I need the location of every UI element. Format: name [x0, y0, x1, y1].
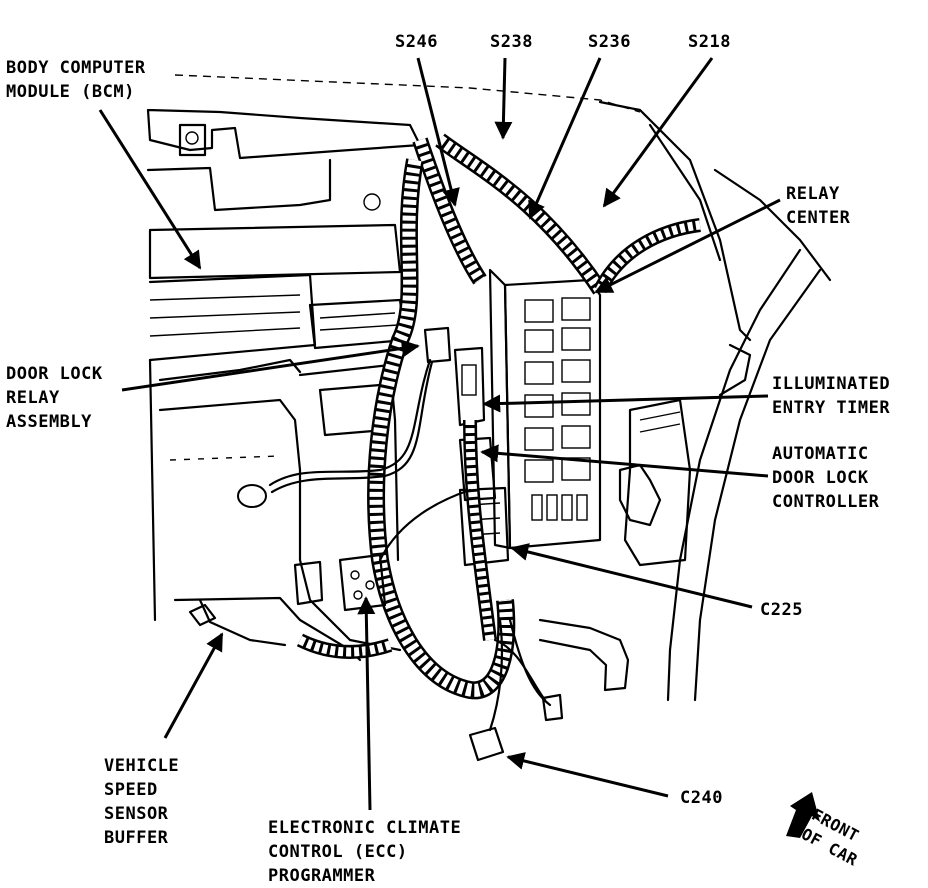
label-relay-center: RELAY CENTER: [786, 184, 851, 228]
arrow-c240: [506, 752, 669, 798]
label-illuminated-entry-timer: ILLUMINATED ENTRY TIMER: [772, 374, 891, 418]
label-s246: S246: [395, 32, 438, 52]
arrow-s236: [528, 57, 602, 220]
arrow-bcm: [98, 109, 202, 270]
relay-slots: [524, 297, 591, 521]
arrow-relay-center: [594, 198, 781, 294]
front-direction-arrow: [786, 792, 820, 838]
label-s236: S236: [588, 32, 631, 52]
arrow-door-lock-relay: [121, 339, 420, 392]
label-ecc-programmer: ELECTRONIC CLIMATE CONTROL (ECC) PROGRAM…: [268, 818, 462, 886]
relay-center-block: [423, 268, 602, 567]
label-s218: S218: [688, 32, 731, 52]
arrow-s246: [416, 57, 460, 207]
arrow-s238: [494, 57, 513, 140]
leader-arrows: [98, 57, 781, 811]
arrow-c225: [510, 543, 753, 609]
label-vss-buffer: VEHICLE SPEED SENSOR BUFFER: [104, 756, 180, 848]
label-auto-door-lock: AUTOMATIC DOOR LOCK CONTROLLER: [772, 444, 880, 512]
label-c240: C240: [680, 788, 723, 808]
label-door-lock-relay: DOOR LOCK RELAY ASSEMBLY: [6, 364, 103, 432]
arrow-auto-door-lock: [480, 444, 769, 478]
arrow-ecc: [357, 596, 376, 811]
label-bcm: BODY COMPUTER MODULE (BCM): [6, 58, 146, 102]
label-s238: S238: [490, 32, 533, 52]
components: [237, 484, 564, 762]
label-c225: C225: [760, 600, 803, 620]
instrument-panel-structure: [146, 74, 832, 702]
wire-harnesses: [268, 133, 701, 732]
arrow-illuminated-entry: [482, 394, 769, 413]
arrow-vss-buffer: [163, 632, 224, 739]
arrow-s218: [602, 57, 714, 208]
